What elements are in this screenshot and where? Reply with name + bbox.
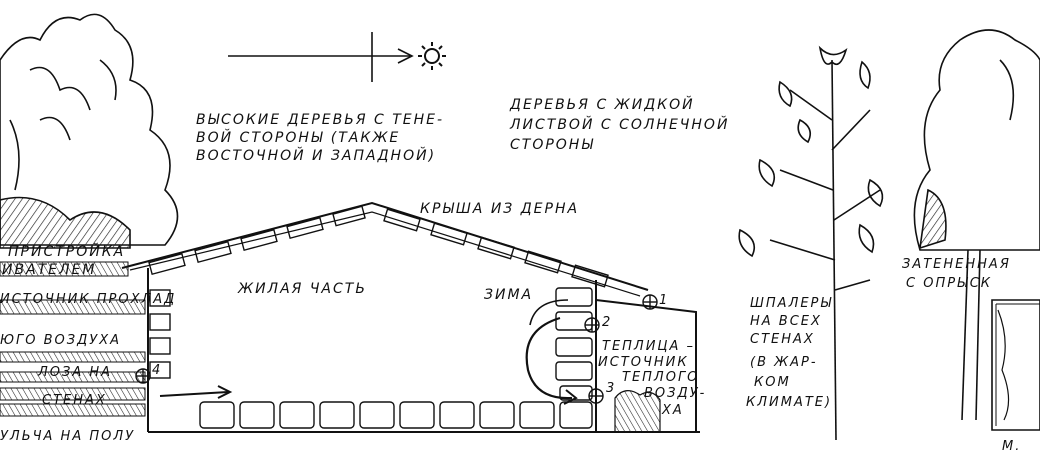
greenhouse-label-5: ХА	[662, 403, 684, 418]
compass-arrow-icon	[228, 32, 414, 82]
cool-source-label: ИСТОЧНИК ПРОХЛАД	[0, 292, 177, 307]
vine-label-1: ЛОЗА НА	[38, 365, 113, 380]
mulch-label: УЛЬЧА НА ПОЛУ	[0, 429, 136, 444]
living-area-label: ЖИЛАЯ ЧАСТЬ	[238, 281, 367, 297]
annex-label-1: ПРИСТРОЙКА	[8, 244, 126, 260]
marker-2-label: 2	[602, 315, 611, 330]
trellis-label-1: ШПАЛЕРЫ	[750, 296, 834, 311]
tall-trees-left	[0, 13, 179, 249]
trellis-label-6: КЛИМАТЕ)	[746, 395, 833, 410]
greenhouse-label-1: ТЕПЛИЦА –	[602, 339, 696, 354]
shaded-label-1: ЗАТЕНЕННАЯ	[902, 257, 1011, 272]
roof-label: КРЫША ИЗ ДЕРНА	[420, 201, 580, 217]
tall-trees-label-1: ВЫСОКИЕ ДЕРЕВЬЯ С ТЕНЕ-	[196, 112, 445, 128]
greenhouse-label-2: ИСТОЧНИК	[598, 355, 689, 370]
sod-roof	[121, 201, 649, 291]
shaded-label-2: С ОПРЫСК	[906, 276, 993, 291]
marker-1-label: 1	[659, 293, 668, 308]
cool-air-label: ЮГО ВОЗДУХА	[0, 333, 122, 348]
sparse-trees-label-3: СТОРОНЫ	[510, 137, 595, 153]
sparse-trees-label-2: ЛИСТВОЙ С СОЛНЕЧНОЙ	[510, 117, 730, 133]
greenhouse-label-3: ТЕПЛОГО	[622, 370, 700, 385]
sun-icon	[418, 42, 446, 70]
earth-sheltered-house	[121, 201, 700, 433]
sparse-tree	[738, 45, 884, 441]
marker-2	[584, 317, 600, 333]
greenhouse-label-4: ВОЗДУ-	[644, 386, 707, 401]
marker-3	[588, 388, 604, 404]
corner-label: М.	[1002, 439, 1022, 454]
trellis-label-3: СТЕНАХ	[750, 332, 815, 347]
tall-trees-label-3: ВОСТОЧНОЙ И ЗАПАДНОЙ)	[196, 148, 437, 164]
vine-label-2: СТЕНАХ	[42, 393, 107, 408]
trellis-label-2: НА ВСЕХ	[750, 314, 822, 329]
trellis-label-5: КОМ	[754, 375, 791, 390]
sparse-trees-label-1: ДЕРЕВЬЯ С ЖИДКОЙ	[510, 97, 695, 113]
marker-4	[135, 368, 151, 384]
marker-1	[642, 294, 658, 310]
trellis-label-4: (В ЖАР-	[750, 355, 818, 370]
marker-4-label: 4	[152, 363, 161, 378]
tall-trees-label-2: ВОЙ СТОРОНЫ (ТАКЖЕ	[196, 130, 401, 146]
marker-3-label: 3	[606, 381, 615, 396]
annex-label-2: ИВАТЕЛЕМ	[2, 262, 97, 278]
annex-hatching	[0, 261, 146, 417]
winter-label: ЗИМА	[484, 287, 534, 303]
shaded-tree-right	[913, 29, 1040, 431]
